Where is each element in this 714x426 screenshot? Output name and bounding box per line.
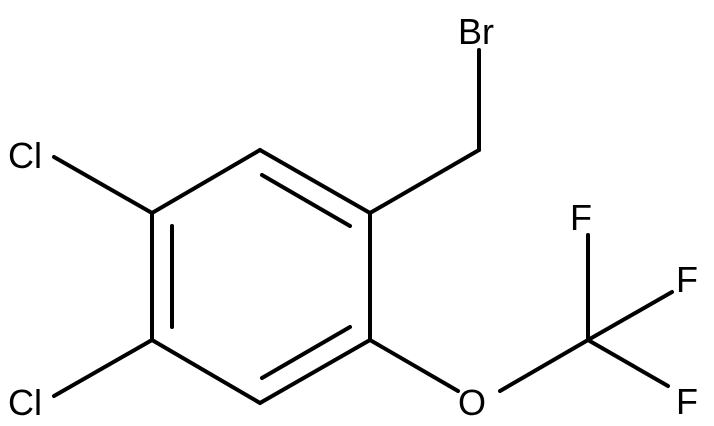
bond-ring-o (368, 338, 460, 393)
bond-c-f-middle (586, 290, 674, 342)
atom-label-o: O (458, 382, 486, 423)
bond-c-f-bottom (586, 338, 670, 388)
bond-ring-ch2 (368, 148, 481, 215)
ring-bond-bottom-right (258, 338, 372, 405)
atom-label-cl-top: Cl (8, 135, 42, 176)
atom-label-br: Br (458, 11, 494, 52)
bond-ring-cl-top (52, 155, 154, 215)
ring-bond-top (258, 148, 372, 215)
ring-bond-bottom-left (150, 338, 262, 405)
benzene-ring (150, 148, 372, 405)
atom-label-f-top: F (570, 197, 592, 238)
ring-bond-top-inner (260, 173, 352, 228)
atom-label-cl-bottom: Cl (8, 382, 42, 423)
ring-bond-top-left (150, 148, 262, 215)
bond-o-c (498, 338, 590, 393)
ring-bond-bottom-right-inner (260, 325, 352, 380)
atom-label-f-middle: F (676, 259, 698, 300)
atom-label-f-bottom: F (676, 381, 698, 422)
bond-ring-cl-bottom (52, 338, 154, 398)
